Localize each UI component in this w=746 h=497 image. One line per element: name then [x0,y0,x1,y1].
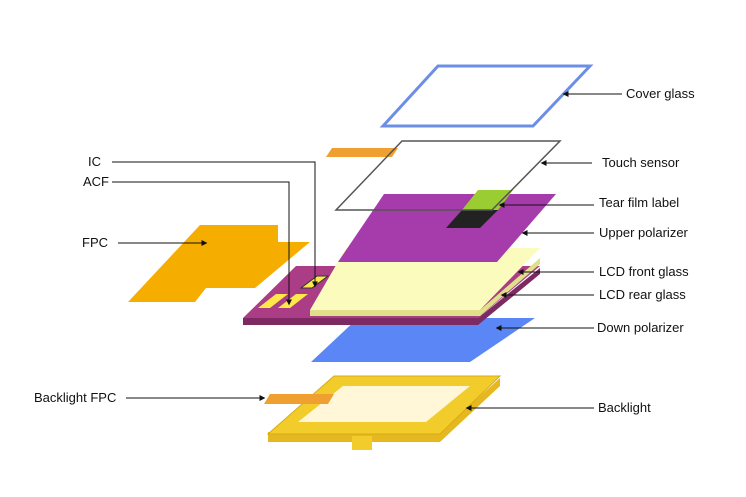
label-lcd-front-glass: LCD front glass [599,264,689,279]
cover-glass-outline [379,64,594,128]
label-backlight: Backlight [598,400,651,415]
backlight-inner-panel [298,386,470,422]
lcd-front-glass-top [310,248,540,310]
label-tear-film-label: Tear film label [599,195,680,210]
backlight-layer [266,375,502,450]
lcd-front-glass-side [310,258,540,316]
lcd-front-glass-layer [310,248,540,316]
tear-film-label-black [446,210,498,228]
leader-lines-left [112,161,318,401]
touch-sensor-sheet [334,140,562,211]
label-ic: IC [88,154,101,169]
label-lcd-rear-glass: LCD rear glass [599,287,686,302]
label-upper-polarizer: Upper polarizer [599,225,688,240]
leader-acf [112,181,292,306]
leader-ic [112,161,318,288]
leader-lines-right [465,91,622,411]
label-acf: ACF [83,174,109,189]
backlight-corner-tab [352,436,372,450]
fpc-sheet [128,225,310,302]
acf-pad-right [278,294,308,308]
label-backlight-fpc: Backlight FPC [34,390,117,405]
backlight-fpc-strip [264,394,334,404]
label-cover-glass: Cover glass [626,86,695,101]
backlight-frame-bottom [268,378,500,442]
lcd-rear-glass-side [243,268,540,325]
touch-sensor-tail [326,148,398,157]
label-fpc: FPC [82,235,108,250]
label-touch-sensor: Touch sensor [602,155,680,170]
acf-pad-left [258,294,288,308]
down-polarizer-sheet [311,318,535,362]
label-down-polarizer: Down polarizer [597,320,684,335]
